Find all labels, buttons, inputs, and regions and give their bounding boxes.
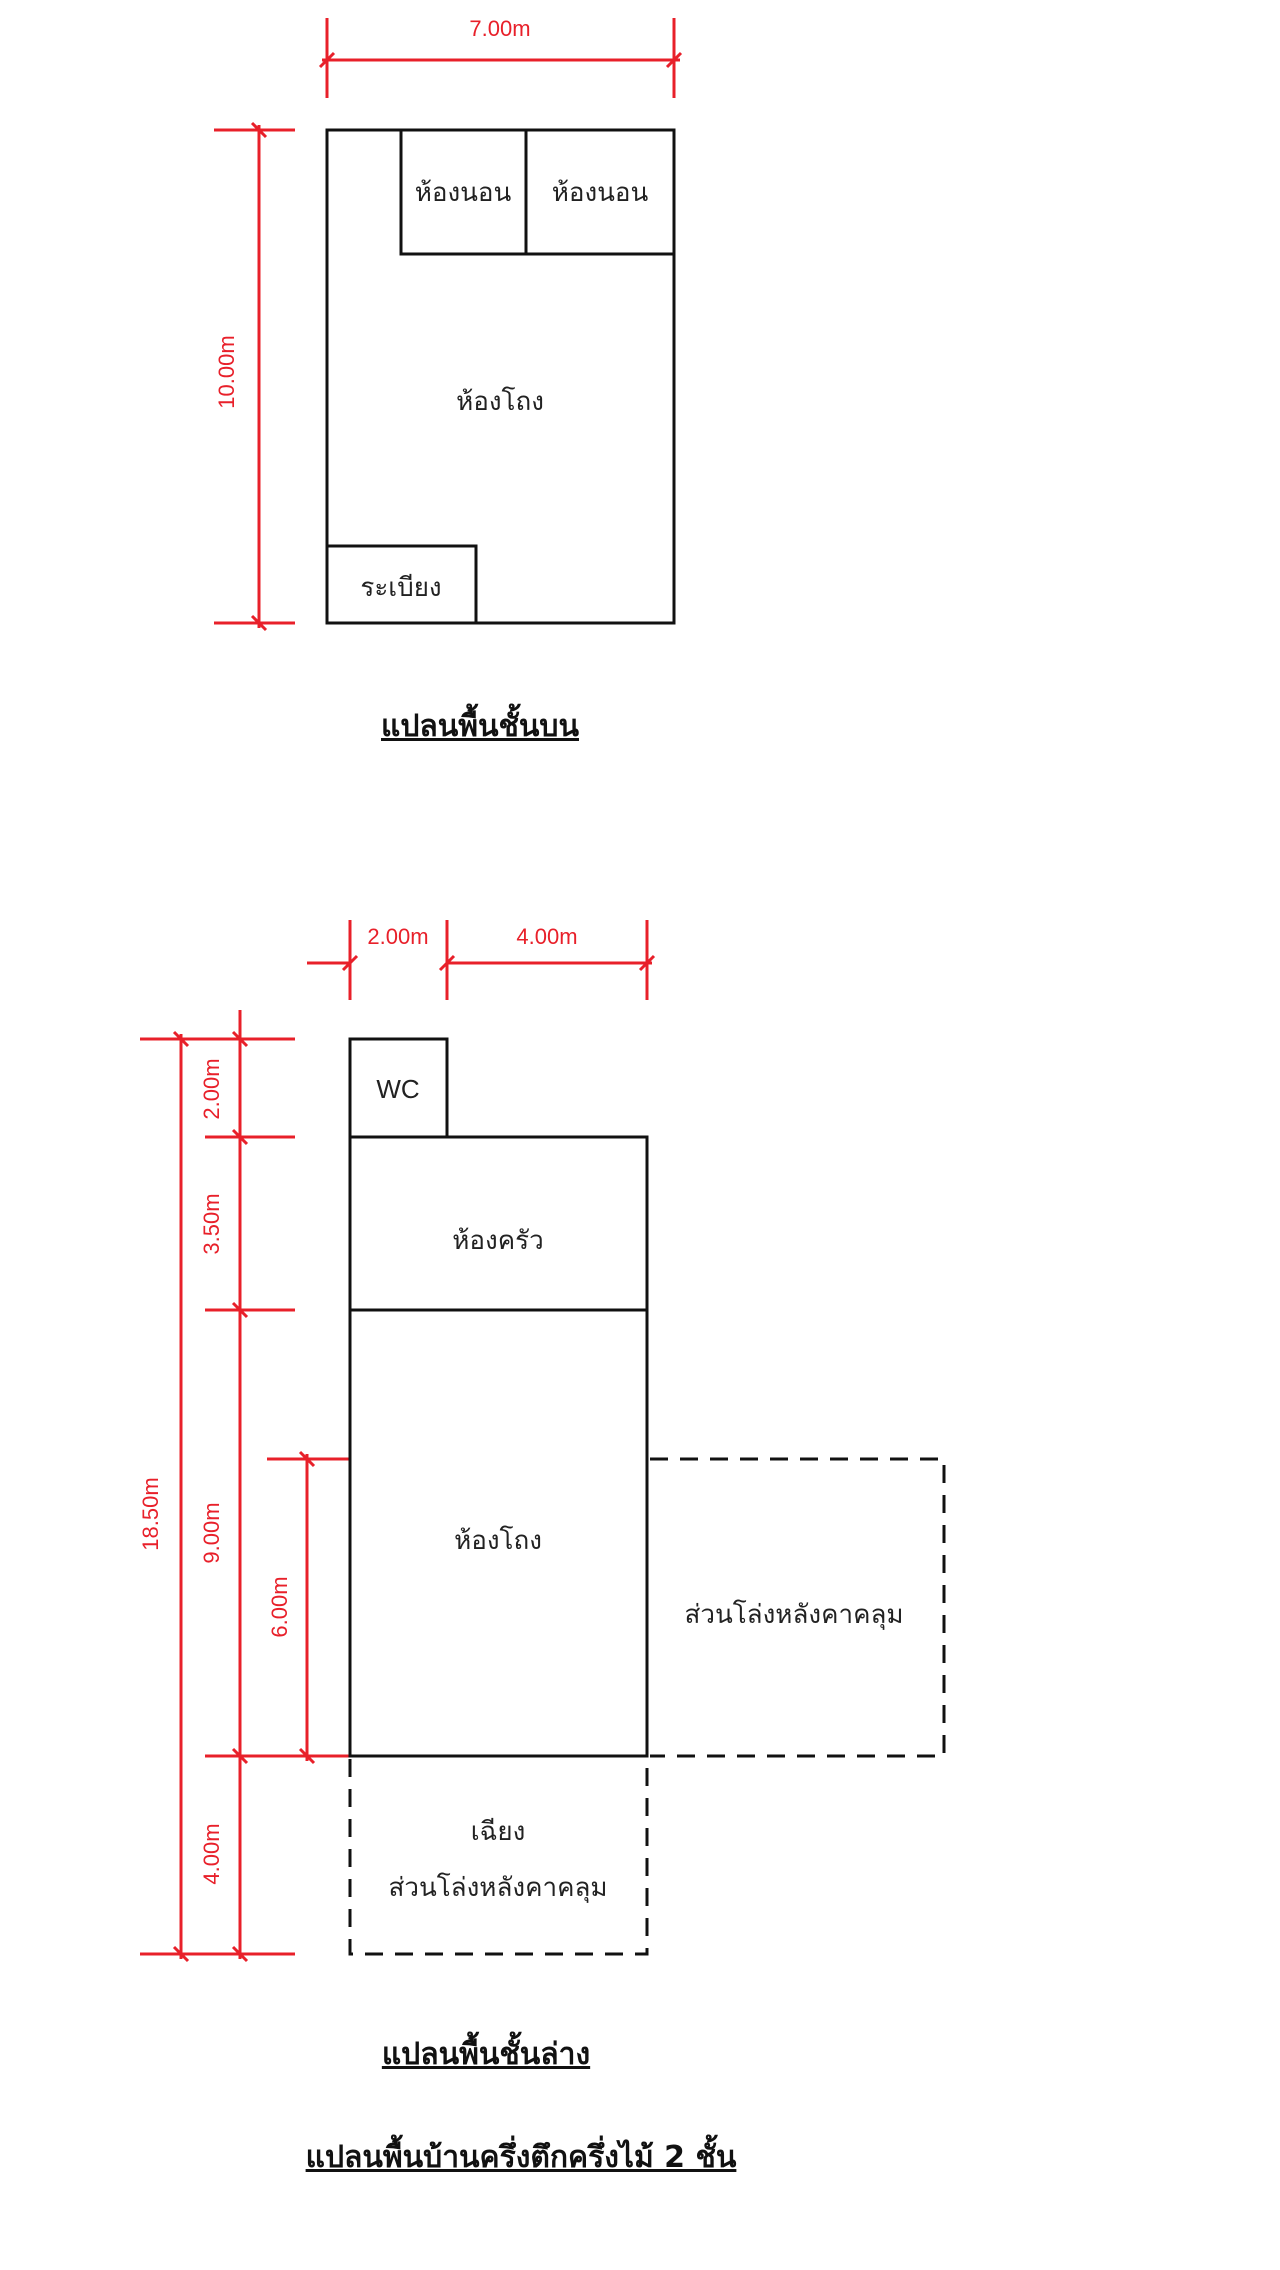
wc-length-label: 2.00m — [199, 1058, 224, 1119]
wc-label: WC — [376, 1074, 419, 1104]
top-dimensions: 2.00m 4.00m — [307, 920, 656, 1000]
main-title: แปลนพื้นบ้านครึ่งตึกครึ่งไม้ 2 ชั้น — [306, 2134, 737, 2175]
width-label: 7.00m — [469, 16, 530, 41]
kitchen-width-label: 4.00m — [516, 924, 577, 949]
side-open-length-label: 6.00m — [267, 1576, 292, 1637]
hall-label: ห้องโถง — [456, 386, 544, 417]
balcony-label: ระเบียง — [360, 573, 441, 603]
bedroom-2-label: ห้องนอน — [552, 178, 649, 208]
height-dimension: 10.00m — [214, 121, 295, 632]
side-dimensions: 18.50m 2.00m 3.50m 9.00m 4.00m 6.00m — [138, 1010, 350, 1963]
balcony — [325, 544, 478, 625]
bedroom-1-label: ห้องนอน — [415, 178, 512, 208]
front-open-label-1: เฉียง — [471, 1817, 526, 1847]
total-length-label: 18.50m — [138, 1477, 163, 1550]
upper-floor-plan: 7.00m 10.00m ห้องนอน ห้องนอน ห้องโถง ระเ… — [214, 16, 683, 744]
upper-floor-title: แปลนพื้นชั้นบน — [381, 703, 579, 744]
hall-length-label: 9.00m — [199, 1502, 224, 1563]
height-label: 10.00m — [214, 335, 239, 408]
side-open-label: ส่วนโล่งหลังคาคลุม — [684, 1599, 903, 1630]
kitchen-room — [348, 1135, 649, 1312]
width-dimension: 7.00m — [318, 16, 683, 98]
bedroom-2 — [524, 128, 676, 256]
lower-floor-plan: 2.00m 4.00m 18.50m 2.00m 3.50m 9.0 — [138, 920, 946, 2072]
front-open-label-2: ส่วนโล่งหลังคาคลุม — [388, 1872, 607, 1903]
side-open-area — [650, 1457, 946, 1758]
lower-floor-title: แปลนพื้นชั้นล่าง — [382, 2031, 590, 2072]
hall-label: ห้องโถง — [454, 1525, 542, 1556]
front-open-area — [348, 1759, 649, 1956]
hall-room — [348, 1308, 649, 1758]
front-length-label: 4.00m — [199, 1823, 224, 1884]
kitchen-length-label: 3.50m — [199, 1193, 224, 1254]
kitchen-label: ห้องครัว — [452, 1226, 543, 1256]
wc-width-label: 2.00m — [367, 924, 428, 949]
